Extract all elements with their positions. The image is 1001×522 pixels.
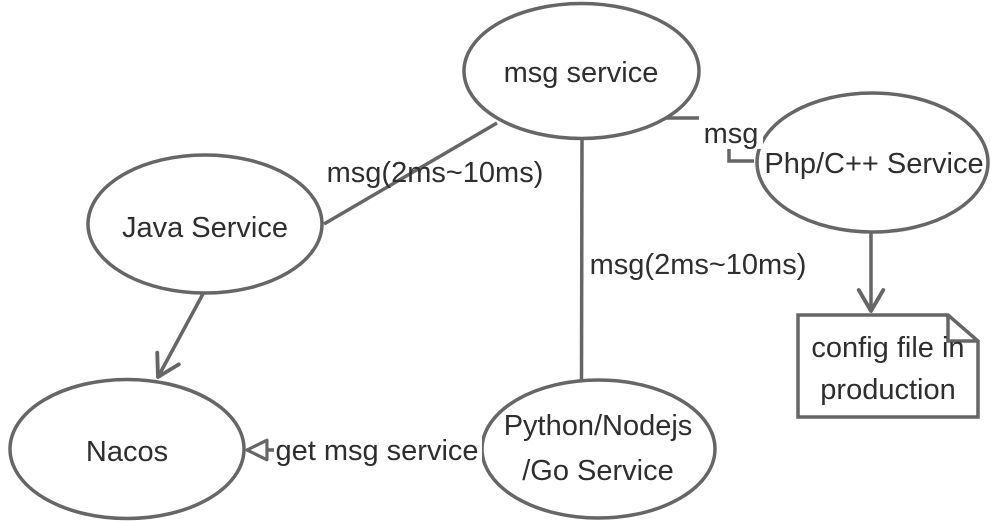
edge-msgservice-to-pythonservice (579, 138, 584, 382)
node-label-java-service: Java Service (122, 212, 288, 244)
node-label-python-service-line2: /Go Service (522, 455, 674, 487)
node-nacos-ellipse (8, 377, 246, 521)
node-label-php-service: Php/C++ Service (764, 148, 983, 180)
node-label-config-file-line1: config file in (811, 332, 964, 364)
node-java-service-ellipse (86, 153, 324, 295)
config-file-note-fold (946, 315, 978, 343)
edge-msgservice-to-javaservice (323, 121, 498, 226)
edge-label-get-msg-service: get msg service (275, 435, 478, 467)
edge-label-msg-bg (699, 112, 763, 149)
edge-label-getmsgservice-bg (274, 432, 482, 468)
node-python-service-ellipse (480, 378, 717, 520)
node-label-msg-service: msg service (504, 57, 659, 89)
edge-label-msg-2ms-10ms-left: msg(2ms~10ms) (327, 157, 544, 189)
node-label-python-service-line1: Python/Nodejs (504, 410, 693, 442)
edge-label-msg: msg (704, 118, 759, 150)
node-msg-service-ellipse (462, 1, 701, 141)
node-php-service-ellipse (755, 91, 990, 234)
edge-javaservice-to-nacos (155, 291, 206, 379)
node-label-config-file-line2: production (820, 374, 955, 406)
node-label-nacos: Nacos (86, 436, 168, 468)
edge-label-msg-2ms-10ms-right: msg(2ms~10ms) (590, 249, 807, 281)
node-config-file-note (796, 313, 980, 419)
